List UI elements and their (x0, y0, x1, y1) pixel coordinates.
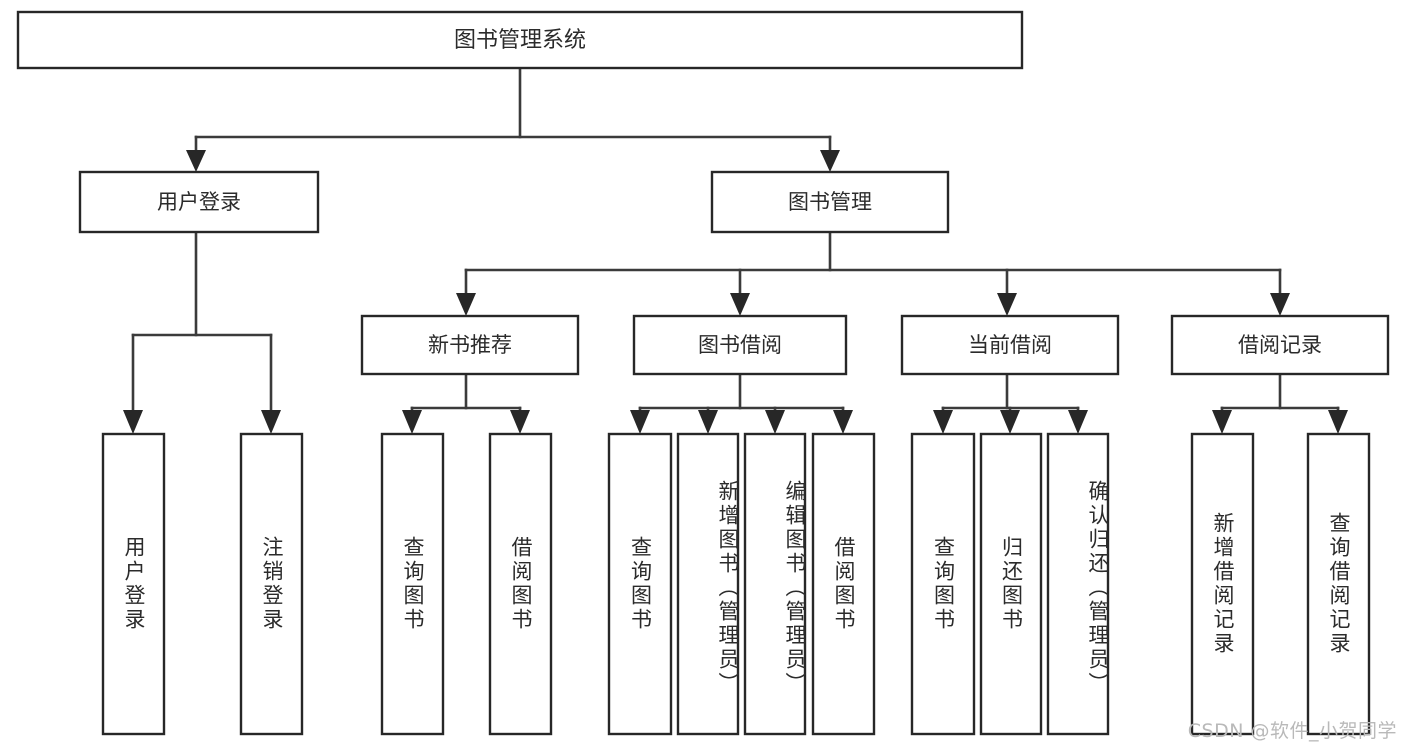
csdn-watermark: CSDN @软件_小贺同学 (1187, 720, 1397, 742)
node-book-borrow-box[interactable] (632, 314, 848, 376)
arrow-to-leaf-add-book (698, 410, 718, 434)
node-book-manage-label: 图书管理 (788, 190, 872, 214)
node-leaf-logout-box[interactable] (239, 432, 304, 736)
node-current-borrow-box[interactable] (900, 314, 1120, 376)
node-leaf-borrow-book-box[interactable] (811, 432, 876, 736)
arrow-to-book-manage (820, 150, 840, 172)
arrow-to-book-borrow (730, 293, 750, 316)
node-leaf-return-book-box[interactable] (979, 432, 1043, 736)
arrow-to-leaf-add-record (1212, 410, 1232, 434)
arrow-to-leaf-borrow-book (833, 410, 853, 434)
node-leaf-edit-book-box[interactable] (743, 432, 807, 736)
node-leaf-query-book-rec-box[interactable] (380, 432, 445, 736)
node-layer: 图书管理系统 用户登录 图书管理 新书推荐 图书借阅 当前借阅 借阅记录 (16, 10, 1390, 736)
node-user-login-box[interactable] (78, 170, 320, 234)
node-root-box[interactable] (16, 10, 1024, 70)
arrow-to-leaf-query-book-borrow (630, 410, 650, 434)
node-borrow-record-label: 借阅记录 (1238, 333, 1322, 357)
connector-layer (123, 66, 1348, 434)
arrow-to-leaf-query-record (1328, 410, 1348, 434)
node-root-label: 图书管理系统 (454, 28, 586, 53)
arrow-to-leaf-query-book-rec (402, 410, 422, 434)
node-user-login-label: 用户登录 (157, 190, 241, 214)
arrow-to-borrow-record (1270, 293, 1290, 316)
node-leaf-borrow-book-rec-box[interactable] (488, 432, 553, 736)
node-borrow-record-box[interactable] (1170, 314, 1390, 376)
node-leaf-add-record-box[interactable] (1190, 432, 1255, 736)
arrow-to-leaf-logout (261, 410, 281, 434)
arrow-to-leaf-edit-book (765, 410, 785, 434)
node-leaf-query-book-current-box[interactable] (910, 432, 976, 736)
node-leaf-add-book-box[interactable] (676, 432, 740, 736)
arrow-to-leaf-query-book-current (933, 410, 953, 434)
node-leaf-query-record-box[interactable] (1306, 432, 1371, 736)
node-leaf-user-login-box[interactable] (101, 432, 166, 736)
node-new-book-rec-label: 新书推荐 (428, 333, 512, 357)
node-leaf-query-book-borrow-box[interactable] (607, 432, 673, 736)
arrow-to-leaf-return-book (1000, 410, 1020, 434)
arrow-to-leaf-user-login (123, 410, 143, 434)
arrow-to-new-book-rec (456, 293, 476, 316)
node-leaf-confirm-return-box[interactable] (1046, 432, 1110, 736)
arrow-to-leaf-borrow-book-rec (510, 410, 530, 434)
arrow-to-user-login (186, 150, 206, 172)
arrow-to-current-borrow (997, 293, 1017, 316)
node-current-borrow-label: 当前借阅 (968, 333, 1052, 357)
node-new-book-rec-box[interactable] (360, 314, 580, 376)
node-book-borrow-label: 图书借阅 (698, 333, 782, 357)
node-book-manage-box[interactable] (710, 170, 950, 234)
arrow-to-leaf-confirm-return (1068, 410, 1088, 434)
